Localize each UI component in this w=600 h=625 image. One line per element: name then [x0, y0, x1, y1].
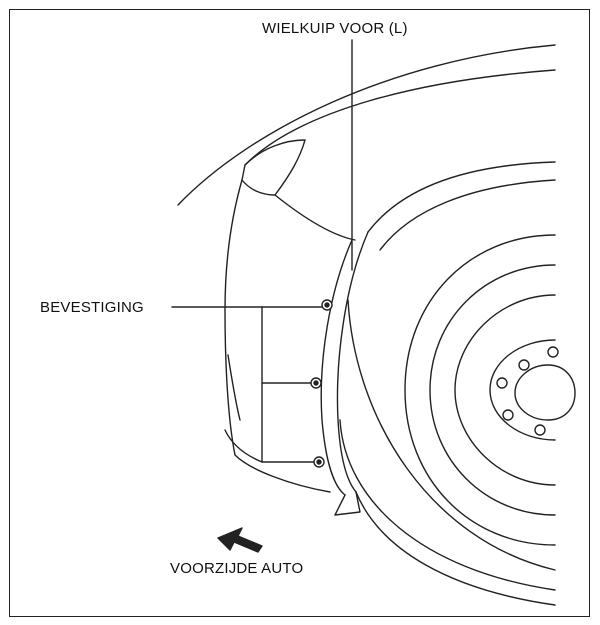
lug-nut-5 [547, 346, 559, 358]
wheel-arch-outer [244, 69, 556, 166]
label-fastener: BEVESTIGING [40, 299, 144, 316]
diagram-frame [9, 9, 590, 617]
fastener-2 [310, 377, 322, 389]
fender-liner-inner [336, 231, 369, 493]
headlight-outline [241, 139, 306, 196]
wheel-rim-2 [429, 264, 556, 516]
tire-bottom [355, 491, 556, 606]
bumper-edge [274, 194, 356, 241]
body-outline [177, 44, 556, 206]
lug-nut-1 [518, 359, 530, 371]
front-bumper-outline [224, 179, 331, 493]
wheel-rim-1 [404, 234, 556, 546]
wheel-rim-3 [454, 294, 556, 486]
tire-outer [367, 161, 556, 233]
fastener-3 [313, 456, 325, 468]
fender-liner-outer [320, 239, 353, 496]
wheel-hub-outer [489, 339, 556, 441]
wheel-hub-inner [514, 364, 576, 421]
lug-nut-2 [496, 377, 508, 389]
bumper-lower [224, 429, 263, 463]
label-fender-liner: WIELKUIP VOOR (L) [262, 20, 408, 37]
lug-nut-3 [502, 409, 514, 421]
fastener-1 [321, 299, 333, 311]
label-vehicle-front: VOORZIJDE AUTO [170, 560, 304, 577]
front-arrow-icon [217, 527, 263, 553]
lug-nut-4 [534, 424, 546, 436]
